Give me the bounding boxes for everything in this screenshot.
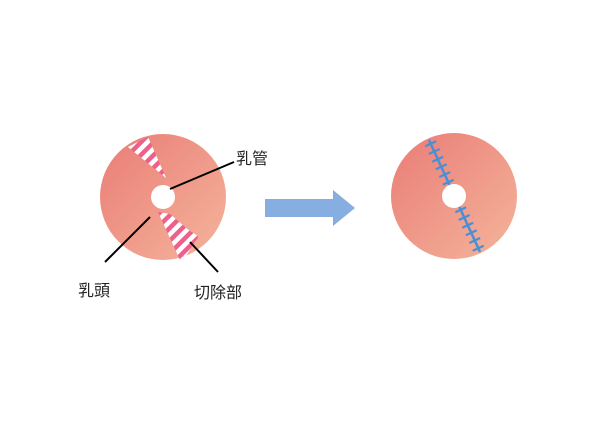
excision-wedge-upper-fill [128,137,166,178]
nipple-hole [151,185,175,209]
suture-line-upper [427,139,452,187]
suture-stitches [424,140,485,252]
excision-leader-line [189,241,219,273]
duct-leader-line [169,161,235,190]
suture-stitch [454,206,467,214]
nipple-leader-line [104,216,151,263]
before-figure [100,134,226,260]
suture-stitch [468,237,481,244]
nipple-hole-sutured [442,184,466,208]
suture-stitch [461,221,474,229]
suture-stitch [438,171,451,178]
duct-label: 乳管 [236,149,268,168]
suture-stitch [442,178,455,186]
right-arrow-icon [265,190,355,226]
suture-stitch [428,148,441,155]
suture-line-lower [457,205,482,253]
suture-stitch [465,229,478,237]
suture-stitch [431,155,444,163]
suture-stitch [435,163,448,171]
suture-stitch [458,214,471,221]
excision-wedge-lower-fill [158,212,198,260]
nipple-label: 乳頭 [78,281,110,300]
suture-stitch [472,244,485,252]
excision-label: 切除部 [194,283,242,302]
after-figure [391,133,517,259]
suture-stitch [424,140,437,148]
